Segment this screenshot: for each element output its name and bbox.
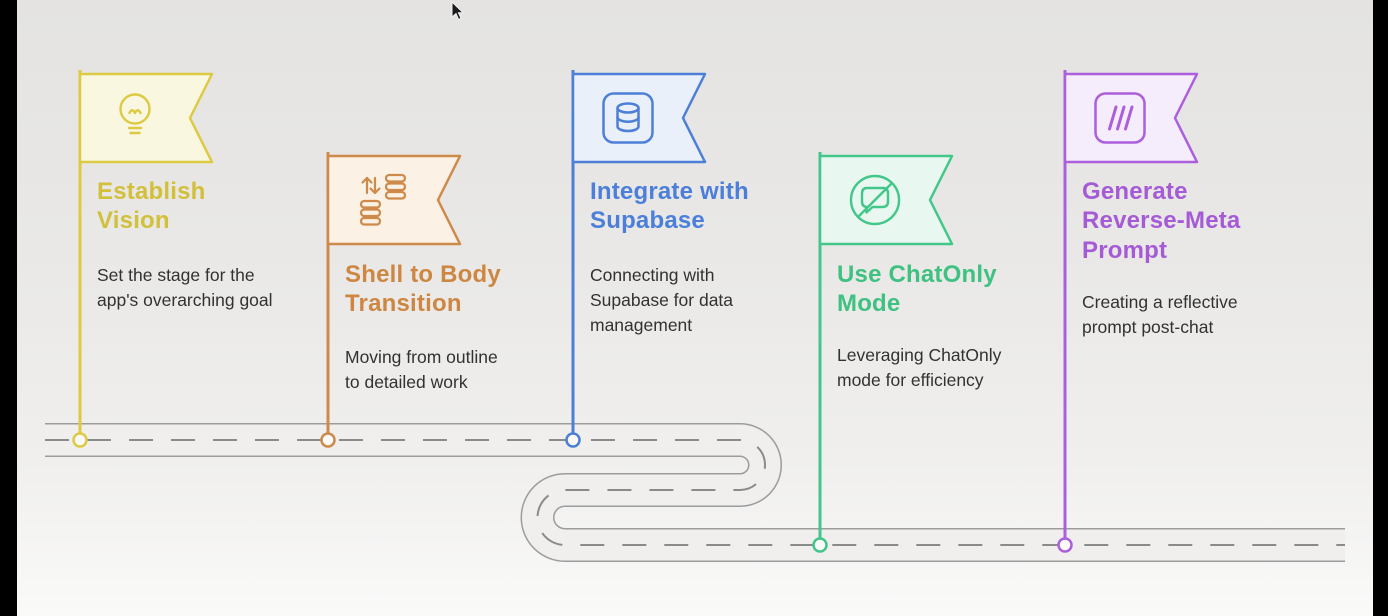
milestone-node xyxy=(72,432,88,448)
milestone-flag xyxy=(571,72,707,164)
milestone-title: Use ChatOnly Mode xyxy=(837,261,997,318)
road xyxy=(45,423,1345,562)
milestone-description: Moving from outline to detailed work xyxy=(345,347,498,392)
lightbulb-icon xyxy=(119,93,151,135)
flag-shape xyxy=(1063,72,1199,164)
letterbox-left xyxy=(0,0,17,616)
reverse-meta-icon xyxy=(1094,92,1146,144)
letterbox-right xyxy=(1373,0,1388,616)
flag-shape xyxy=(818,154,954,246)
milestone-title: Establish Vision xyxy=(97,178,206,235)
milestone-1 xyxy=(72,70,214,448)
milestone-node xyxy=(320,432,336,448)
milestone-description: Connecting with Supabase for data manage… xyxy=(590,265,734,335)
database-icon xyxy=(602,92,654,144)
chat-disabled-icon xyxy=(849,174,901,226)
milestone-flag xyxy=(1063,72,1199,164)
milestone-node xyxy=(565,432,581,448)
milestone-description: Creating a reflective prompt post-chat xyxy=(1082,292,1238,337)
milestone-flag xyxy=(818,154,954,246)
milestone-node xyxy=(1057,537,1073,553)
milestone-flag xyxy=(78,72,214,164)
milestone-title: Integrate with Supabase xyxy=(590,178,749,235)
milestone-3 xyxy=(565,70,707,448)
milestone-title: Shell to Body Transition xyxy=(345,261,501,318)
milestone-flag xyxy=(326,154,462,246)
milestone-5 xyxy=(1057,70,1199,553)
milestone-description: Leveraging ChatOnly mode for efficiency xyxy=(837,345,1002,390)
mouse-cursor xyxy=(451,0,465,21)
road-centerline xyxy=(45,439,1345,546)
milestone-4 xyxy=(812,152,954,553)
shell-transition-icon xyxy=(359,173,407,226)
milestone-title: Generate Reverse-Meta Prompt xyxy=(1082,178,1241,264)
milestone-description: Set the stage for the app's overarching … xyxy=(97,265,273,310)
flag-shape xyxy=(326,154,462,246)
milestone-2 xyxy=(320,152,462,448)
milestone-node xyxy=(812,537,828,553)
